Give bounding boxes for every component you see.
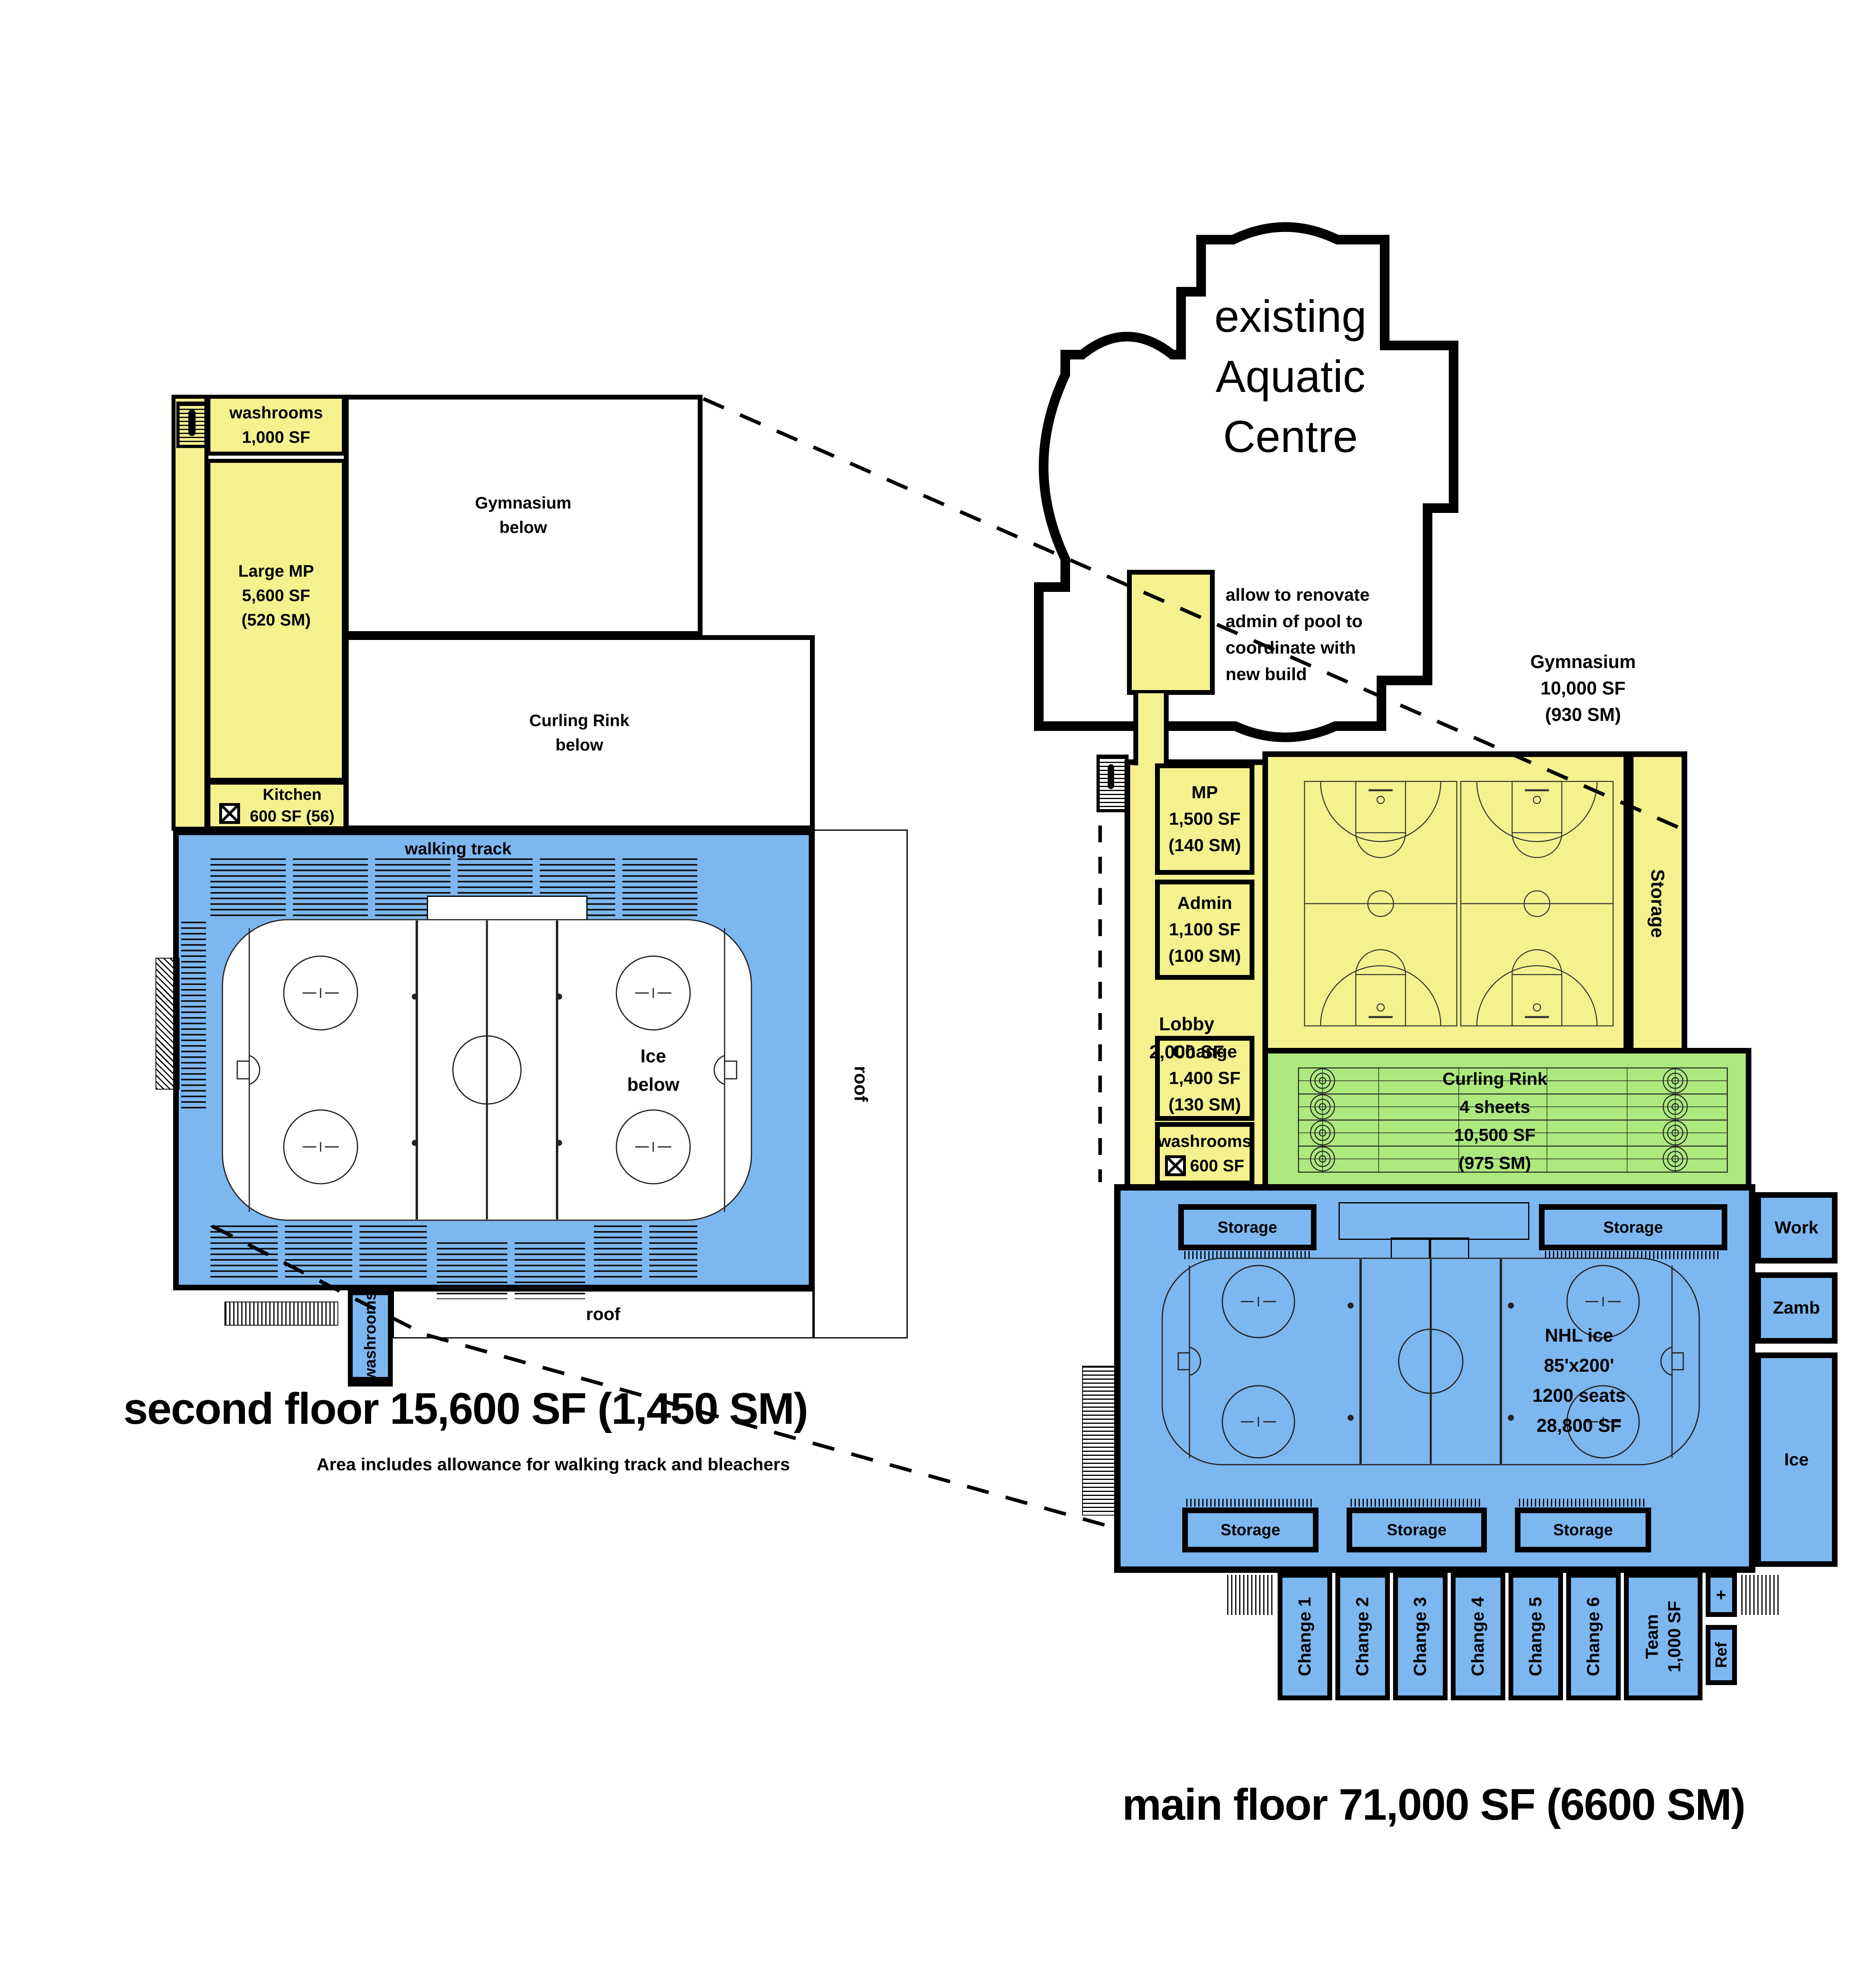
sf-corridor-strip [172, 395, 208, 831]
sf-large-mp-area-sf: 5,600 SF [242, 585, 311, 605]
mf-gym-label: Gymnasium 10,000 SF (930 SM) [1530, 651, 1636, 725]
mf-work-room: Work [1755, 1192, 1838, 1264]
sf-roof-right-area: roof [814, 830, 908, 1338]
mf-washrooms-fixture-icon [1165, 1155, 1186, 1177]
mf-storage-bottom-right: Storage [1515, 1508, 1651, 1552]
mf-plus-room: + [1706, 1573, 1737, 1617]
sf-washrooms-strip-label: washrooms [361, 1291, 380, 1381]
sf-washrooms-label: washrooms [229, 403, 323, 422]
mf-ref-room: Ref [1706, 1625, 1737, 1685]
sf-gymnasium-below-room: Gymnasium below [344, 395, 703, 636]
mf-stairs-change-left-icon [1227, 1575, 1273, 1615]
sf-bleachers-bottom-left [210, 1225, 427, 1280]
mf-washrooms-room: washrooms 600 SF [1155, 1122, 1254, 1185]
sf-roof-right-label: roof [850, 1066, 872, 1102]
mf-change-room-2: Change 2 [1335, 1573, 1390, 1700]
mf-ice-plant-room: Ice [1755, 1352, 1838, 1567]
mf-announcer-box-small-right [1429, 1237, 1469, 1261]
mf-storage-bottom-center: Storage [1347, 1508, 1487, 1552]
sf-large-mp-area-sm: (520 SM) [241, 610, 311, 629]
sf-washrooms-room: washrooms 1,000 SF [206, 395, 346, 456]
aquatic-centre-name: existing Aquatic Centre [1214, 291, 1367, 462]
mf-bleacher-strip-bottom-left [1186, 1499, 1315, 1507]
sf-large-mp-room: Large MP 5,600 SF (520 SM) [206, 459, 346, 782]
sf-bleachers-left [181, 922, 206, 1110]
sf-curling-below-room: Curling Rink below [344, 635, 815, 830]
sf-exterior-stairs-bottom-icon [224, 1302, 338, 1326]
aquatic-renovation-note: allow to renovate admin of pool to coord… [1226, 585, 1370, 684]
mf-gymnasium-area [1262, 751, 1629, 1056]
sf-gym-below-label2: below [499, 518, 547, 537]
mf-storage-top-right: Storage [1539, 1204, 1727, 1250]
sf-washrooms-area: 1,000 SF [242, 428, 311, 446]
sf-kitchen-label: Kitchen [263, 786, 322, 803]
mf-gym-storage-label: Storage [1647, 869, 1668, 938]
sf-washrooms-strip: washrooms [348, 1290, 393, 1387]
sf-kitchen-room: Kitchen 600 SF (56) [206, 781, 347, 830]
mf-bleacher-strip-top-right [1545, 1251, 1721, 1259]
mf-title: main floor 71,000 SF (6600 SM) [1122, 1780, 1746, 1829]
sf-bleachers-bottom-center [437, 1242, 585, 1299]
mf-exterior-stairs-left-icon [1082, 1366, 1116, 1516]
sf-large-mp-label: Large MP [238, 561, 314, 580]
mf-announcer-box [1339, 1202, 1529, 1240]
aquatic-yellow-admin-area [1127, 570, 1215, 695]
mf-bleacher-strip-bottom-center [1351, 1499, 1483, 1507]
sf-curling-below-label1: Curling Rink [529, 710, 630, 730]
mf-change-room-3: Change 3 [1393, 1573, 1448, 1700]
sf-roof-bottom-label: roof [586, 1304, 620, 1324]
sf-walking-track-label: walking track [405, 839, 512, 858]
mf-gym-storage-strip: Storage [1628, 751, 1687, 1056]
sf-press-box [427, 896, 588, 924]
mf-storage-top-left: Storage [1178, 1204, 1317, 1250]
mf-change-room-6: Change 6 [1566, 1573, 1621, 1700]
mf-storage-bottom-left: Storage [1182, 1508, 1319, 1552]
mf-change-room-5: Change 5 [1508, 1573, 1563, 1700]
aquatic-lobby-connector [1133, 693, 1169, 765]
mf-bleacher-strip-top-left [1184, 1251, 1313, 1259]
sf-curling-below-label2: below [555, 735, 603, 754]
mf-change-room-1: Change 1 [1278, 1573, 1332, 1700]
mf-zamboni-room: Zamb [1755, 1272, 1838, 1344]
sf-kitchen-area: 600 SF (56) [250, 807, 335, 825]
mf-stairs-change-right-icon [1741, 1575, 1781, 1615]
sf-title: second floor 15,600 SF (1,450 SM) [123, 1384, 808, 1433]
sf-subtitle: Area includes allowance for walking trac… [317, 1455, 790, 1474]
mf-change-room-4: Change 4 [1451, 1573, 1505, 1700]
mf-announcer-box-small-left [1391, 1237, 1431, 1261]
mf-exterior-stair-icon [1097, 755, 1129, 812]
sf-kitchen-fixture-icon [219, 803, 240, 824]
sf-gym-below-label1: Gymnasium [475, 493, 571, 513]
sf-elevator-icon [176, 402, 211, 448]
sf-bleachers-bottom-right [594, 1225, 697, 1280]
mf-bleacher-strip-bottom-right [1519, 1499, 1647, 1507]
sf-press-box-small-left [473, 922, 509, 943]
sf-exterior-stairs-left-icon [155, 958, 180, 1090]
sf-press-box-small-right [507, 922, 543, 943]
